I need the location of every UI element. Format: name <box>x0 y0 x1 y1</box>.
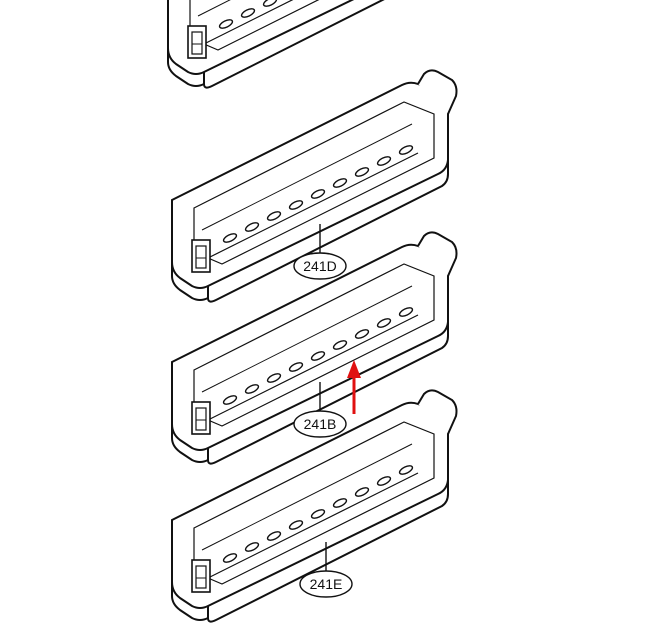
label-241e: 241E <box>310 576 343 592</box>
callout-241e: 241E <box>299 570 353 598</box>
shelf-top <box>167 0 454 89</box>
callout-241d: 241D <box>293 252 347 280</box>
arrow-up-icon <box>347 360 361 414</box>
label-241d: 241D <box>303 258 336 274</box>
callout-241b: 241B <box>293 410 347 438</box>
label-241b: 241B <box>304 416 337 432</box>
